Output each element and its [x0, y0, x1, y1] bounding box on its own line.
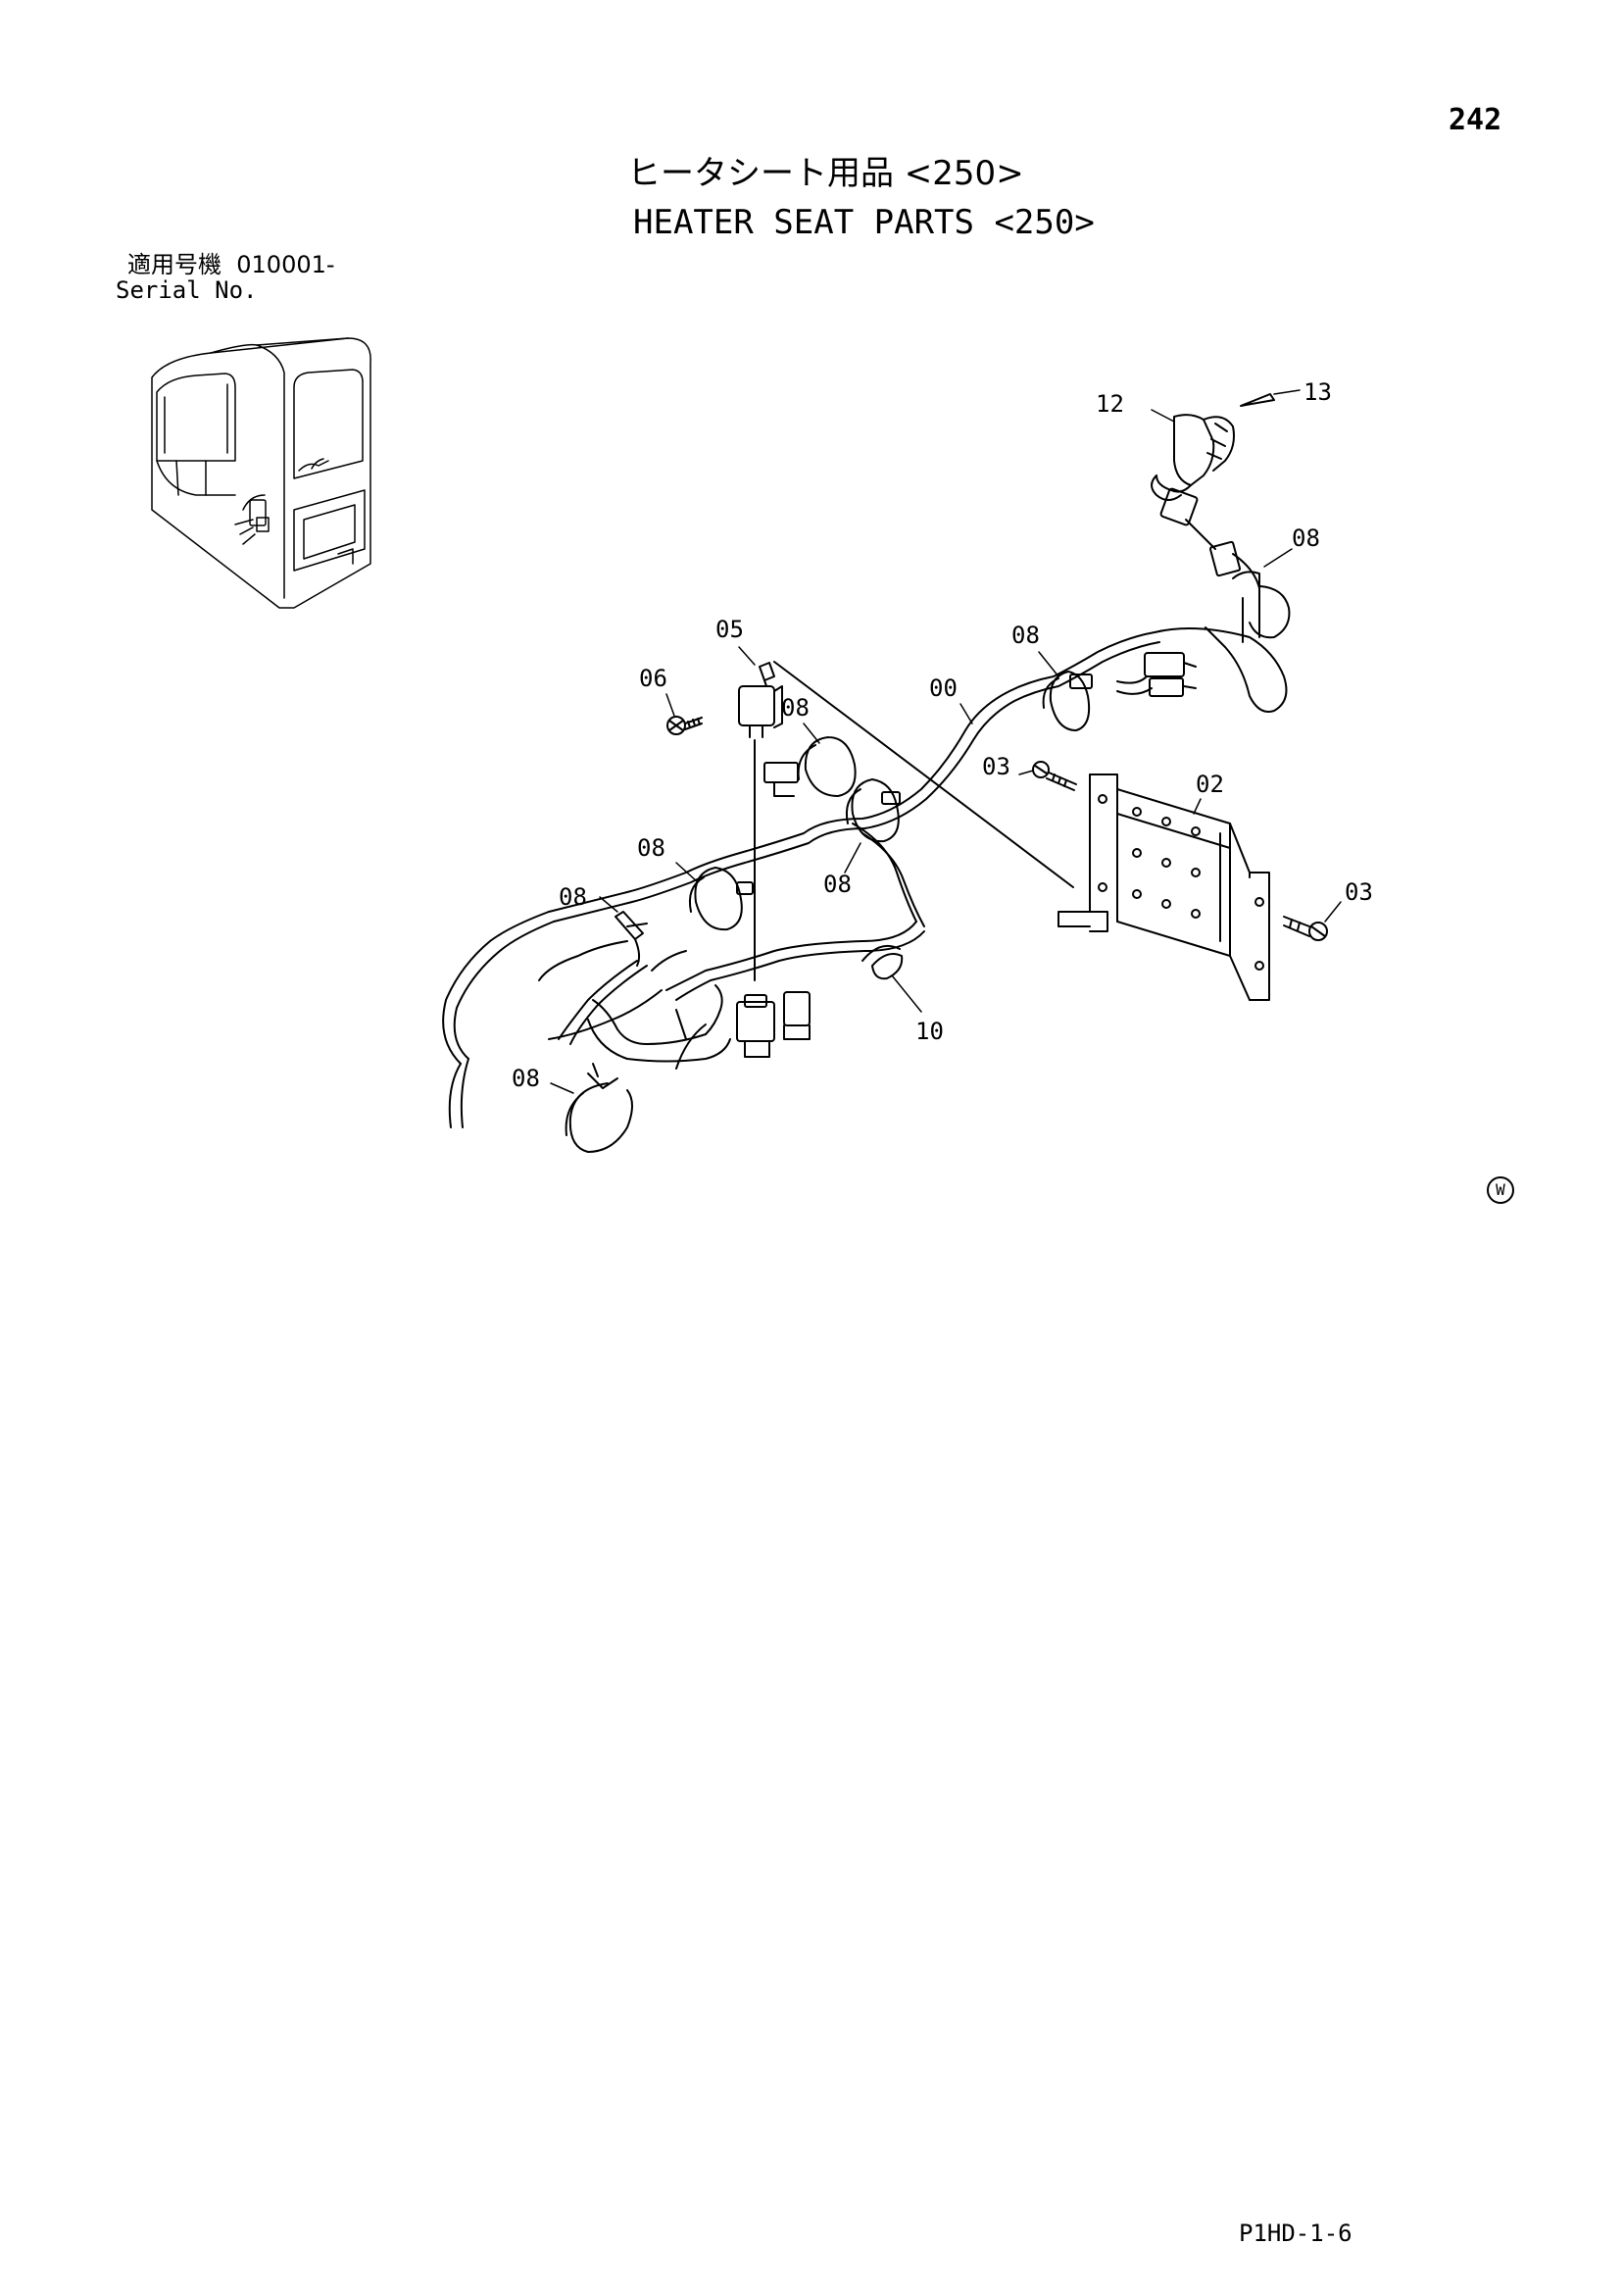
clamp-08-far-left	[615, 911, 648, 967]
bolt-06	[666, 716, 703, 735]
part-13-wedge	[1240, 393, 1275, 407]
main-harness	[442, 626, 1288, 1128]
serial-label-japanese: 適用号機 010001-	[127, 253, 335, 276]
clamp-08-bottom-left	[565, 1063, 633, 1153]
callout-02: 02	[1196, 771, 1224, 798]
connector-top-center	[1116, 652, 1197, 697]
serial-label-english: Serial No.	[116, 276, 258, 304]
screw-03-lower	[1283, 916, 1328, 941]
page-number: 242	[1449, 103, 1502, 137]
footer-code: P1HD-1-6	[1239, 2220, 1352, 2247]
connector-block-lower	[736, 991, 811, 1058]
clamp-08-mid-right	[845, 778, 901, 843]
callout-03-lower: 03	[1345, 878, 1373, 906]
relay-05	[738, 661, 1074, 981]
callout-03-upper: 03	[982, 753, 1010, 780]
bracket-02	[1057, 774, 1270, 1001]
title-japanese: ヒータシート用品 <250>	[627, 154, 1024, 193]
clamp-08-mid-upper	[763, 736, 857, 797]
callout-10: 10	[915, 1018, 944, 1045]
callout-00: 00	[929, 674, 958, 702]
callout-05: 05	[715, 616, 744, 643]
callout-08-upper-right: 08	[1292, 524, 1320, 552]
clamp-08-left-middle	[688, 867, 754, 931]
grommet-10	[861, 945, 904, 980]
callout-08-mid-right: 08	[823, 871, 852, 898]
switch-connector-12	[1151, 414, 1291, 639]
callout-06: 06	[639, 665, 667, 692]
screw-03-upper	[1032, 761, 1077, 791]
callout-08-left-middle: 08	[637, 834, 665, 862]
callout-12: 12	[1096, 390, 1124, 418]
callout-labels: 12 13 08 05 06 08 00 08 03 02 08 08 08 0…	[512, 378, 1373, 1092]
callout-08-far-left: 08	[559, 883, 587, 911]
clamp-08-top-center	[1042, 671, 1093, 731]
title-english: HEATER SEAT PARTS <250>	[633, 203, 1095, 242]
callout-08-mid-upper: 08	[781, 694, 810, 722]
circled-w-icon: W	[1487, 1176, 1514, 1204]
callout-08-top-center: 08	[1011, 622, 1040, 649]
callout-08-bottom-left: 08	[512, 1065, 540, 1092]
clamp-08-upper-right	[1232, 571, 1260, 643]
callout-13: 13	[1303, 378, 1332, 406]
serial-range: 010001-	[236, 251, 335, 278]
leader-lines	[550, 389, 1342, 1094]
cab-locator-illustration	[151, 337, 371, 609]
serial-label-jp-text: 適用号機	[127, 251, 221, 278]
